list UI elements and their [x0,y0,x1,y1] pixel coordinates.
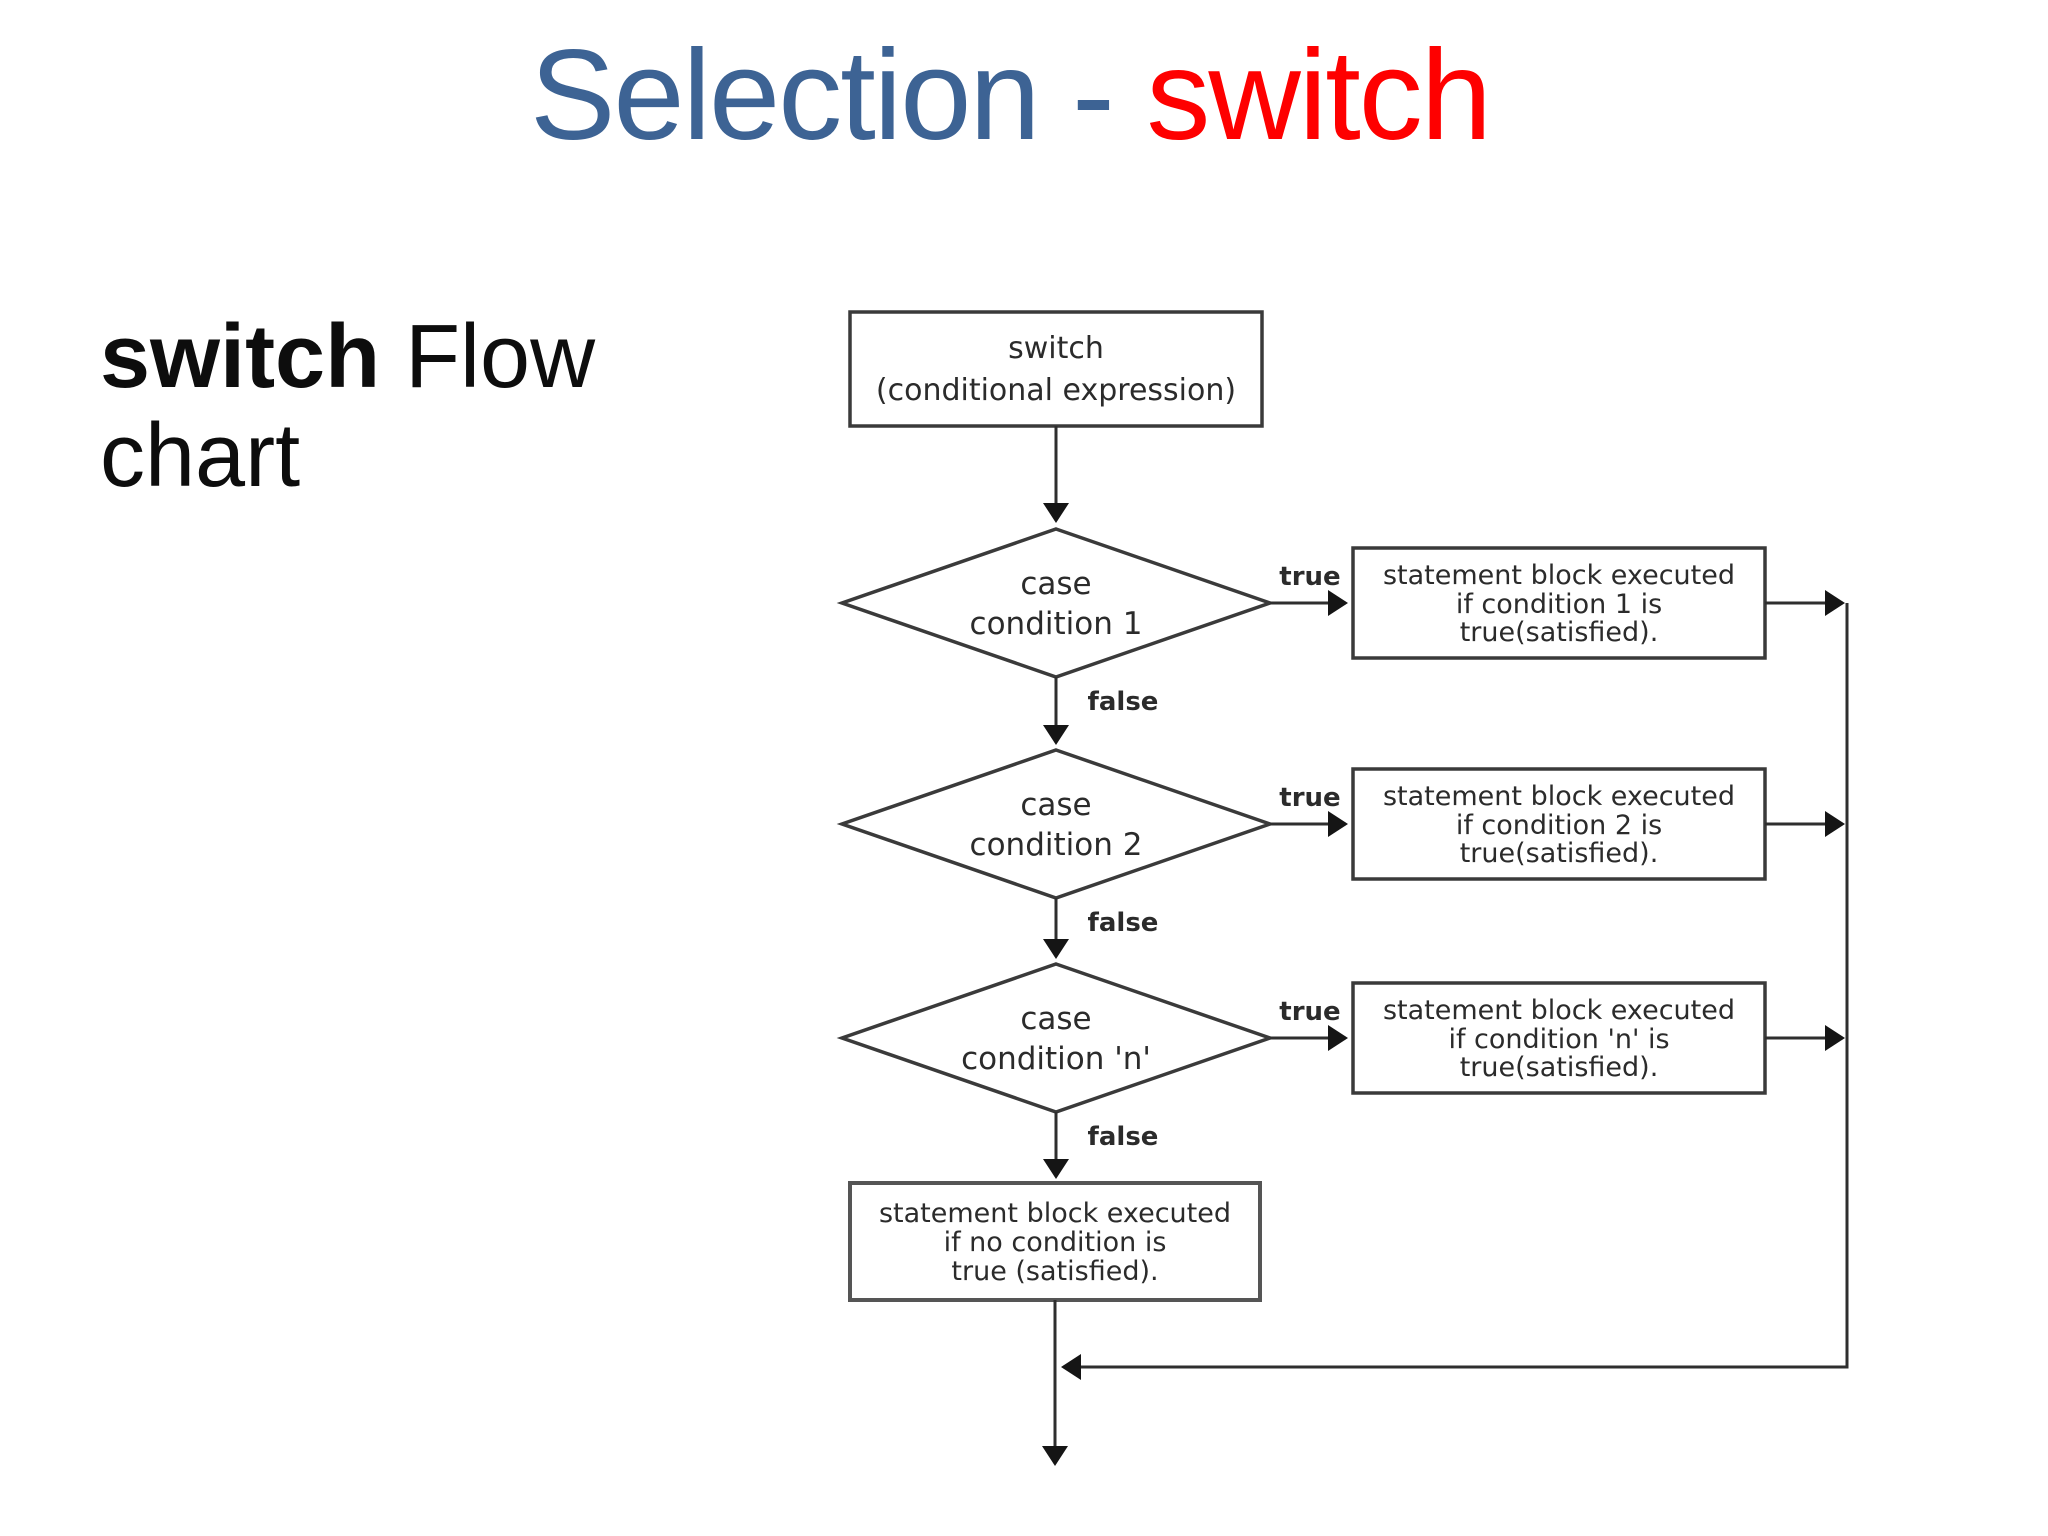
decision3-false-label: false [1088,1122,1159,1152]
action1-line1: statement block executed [1383,560,1735,591]
decision2-true-label: true [1279,783,1340,813]
side-caption-rest: Flow chart [100,307,596,506]
default-action-line3: true (satisfied). [951,1256,1158,1287]
action2-line2: if condition 2 is [1456,810,1662,841]
action1-line2: if condition 1 is [1456,589,1662,620]
action3-line3: true(satisfied). [1460,1052,1659,1083]
decision1-true-label: true [1279,562,1340,592]
title-selection-text: Selection - [530,24,1147,167]
action1-line3: true(satisfied). [1460,617,1659,648]
action3-line1: statement block executed [1383,995,1735,1026]
decision3-line1: case [1020,1001,1091,1037]
decision2-line2: condition 2 [970,827,1143,863]
start-node-line1: switch [1008,331,1104,366]
decision1-diamond [836,527,1276,679]
default-action-line1: statement block executed [879,1198,1231,1229]
action3-line2: if condition 'n' is [1448,1024,1669,1055]
side-caption-bold: switch [100,307,381,407]
action2-box [1351,767,1767,881]
side-caption: switch Flow chart [100,308,700,506]
action2-line3: true(satisfied). [1460,838,1659,869]
start-node-line2: (conditional expression) [876,373,1236,408]
start-node [848,310,1264,428]
decision1-line2: condition 1 [970,606,1143,642]
action2-line1: statement block executed [1383,781,1735,812]
decision3-diamond [836,962,1276,1114]
default-action-line2: if no condition is [944,1227,1167,1258]
decision2-diamond [836,748,1276,900]
decision3-line2: condition 'n' [961,1041,1151,1077]
decision2-false-label: false [1088,908,1159,938]
action3-box [1351,981,1767,1095]
title-switch-text: switch [1146,24,1492,167]
decision1-false-label: false [1088,687,1159,717]
return-rail-path [1061,603,1849,1380]
decision2-line1: case [1020,787,1091,823]
default-action-box [848,1181,1262,1302]
decision1-line1: case [1020,566,1091,602]
page-title: Selection - switch [0,22,2020,169]
decision3-true-label: true [1279,997,1340,1027]
action1-box [1351,546,1767,660]
